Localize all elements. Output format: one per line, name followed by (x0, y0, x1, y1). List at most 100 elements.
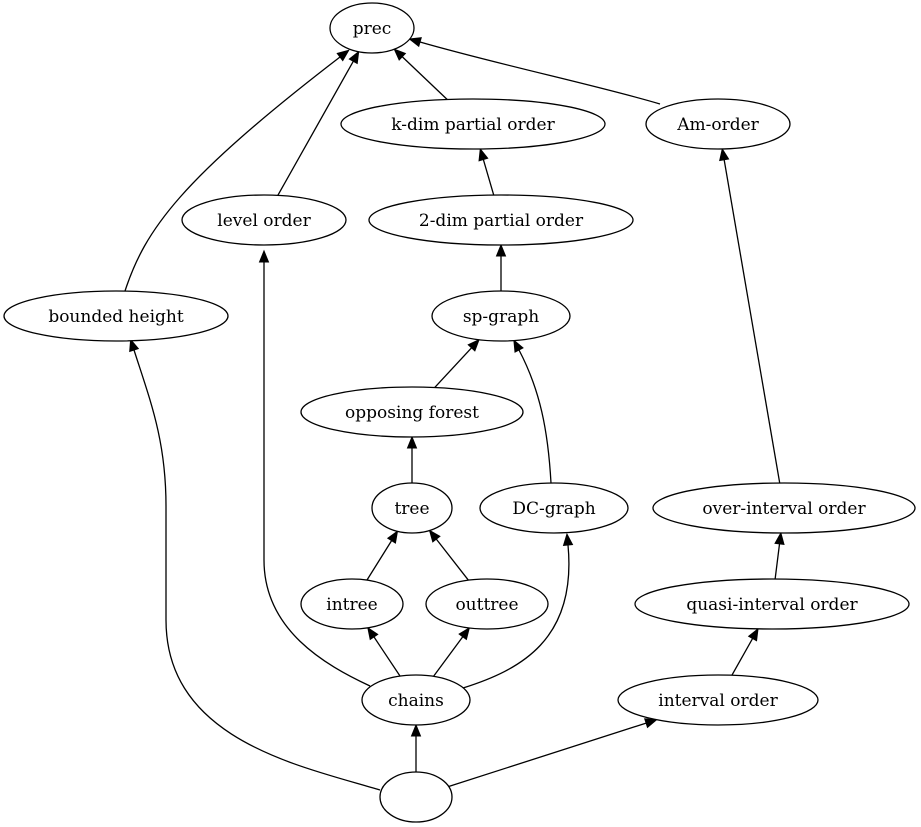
edge-line (133, 349, 381, 791)
node-label: DC-graph (512, 499, 595, 519)
edge-root-to-interval-order (448, 718, 658, 788)
node-layer: chains interval order quasi-interval order… (3, 2, 916, 823)
arrowhead-icon (495, 243, 507, 257)
node-label: chains (388, 691, 444, 711)
edge-chains-to-outtree (432, 626, 471, 677)
edge-bounded-height-to-prec (124, 49, 350, 292)
node-label: quasi-interval order (686, 595, 858, 615)
node-level-order: level order (181, 194, 347, 246)
node-ellipse (340, 98, 606, 150)
arrowhead-icon (774, 531, 785, 546)
node-label: 2-dim partial order (419, 211, 584, 231)
edge-line (518, 349, 552, 484)
node-ellipse (645, 98, 791, 150)
edge-dc-graph-to-sp-graph (513, 339, 552, 484)
arrowhead-icon (129, 338, 140, 353)
node-ellipse (425, 578, 549, 630)
node-bounded-height: bounded height (3, 290, 229, 342)
edge-tree-to-opposing-forest (406, 435, 418, 483)
node-label: opposing forest (345, 403, 479, 423)
arrowhead-icon (393, 48, 407, 61)
arrowhead-icon (428, 529, 441, 543)
arrowhead-icon (410, 723, 422, 737)
edge-line (731, 638, 754, 676)
edge-chains-to-intree (367, 626, 401, 677)
node-label: bounded height (48, 307, 184, 327)
arrowhead-icon (386, 530, 399, 544)
node-ellipse (379, 771, 453, 823)
arrowhead-icon (467, 338, 480, 352)
node-ellipse (431, 290, 571, 342)
edge-line (723, 159, 781, 484)
node-intree: intree (300, 578, 404, 630)
node-prec: prec (329, 2, 415, 54)
edge-line (434, 347, 473, 388)
node-label: tree (394, 499, 429, 519)
edge-root-to-chains (410, 723, 422, 772)
node-k-dim: k-dim partial order (340, 98, 606, 150)
arrowhead-icon (336, 49, 350, 62)
arrowhead-icon (458, 626, 471, 641)
node-opposing-forest: opposing forest (300, 386, 524, 438)
node-ellipse (617, 674, 819, 726)
arrowhead-icon (258, 249, 270, 263)
node-outtree: outtree (425, 578, 549, 630)
edge-line (435, 538, 469, 581)
edge-line (482, 159, 495, 196)
node-sp-graph: sp-graph (431, 290, 571, 342)
node-label: over-interval order (702, 499, 866, 519)
node-chains: chains (361, 674, 471, 726)
edge-opposing-forest-to-sp-graph (434, 338, 480, 388)
edge-line (448, 722, 647, 788)
edge-am-order-to-prec (408, 37, 661, 105)
node-ellipse (634, 578, 910, 630)
edge-quasi-interval-order-to-over-interval-order (774, 531, 785, 580)
edge-chains-to-dc-graph (462, 532, 574, 689)
arrowhead-icon (747, 627, 759, 642)
node-ellipse (361, 674, 471, 726)
node-label: prec (353, 19, 392, 39)
edge-line (401, 56, 448, 100)
node-label: level order (217, 211, 311, 231)
node-tree: tree (371, 482, 453, 534)
edge-line (419, 41, 661, 105)
edge-k-dim-to-prec (393, 48, 448, 100)
node-ellipse (371, 482, 453, 534)
node-ellipse (300, 578, 404, 630)
node-quasi-interval-order: quasi-interval order (634, 578, 910, 630)
arrowhead-icon (478, 147, 489, 162)
edge-line (373, 636, 401, 677)
edge-layer (124, 37, 785, 791)
node-ellipse (368, 194, 634, 246)
node-two-dim: 2-dim partial order (368, 194, 634, 246)
edge-intree-to-tree (366, 530, 399, 581)
edge-line (462, 544, 570, 689)
arrowhead-icon (367, 626, 379, 641)
node-ellipse (652, 482, 916, 534)
edge-root-to-bounded-height (129, 338, 381, 791)
node-interval-order: interval order (617, 674, 819, 726)
arrowhead-icon (408, 37, 422, 48)
node-root (379, 771, 453, 823)
node-over-interval-order: over-interval order (652, 482, 916, 534)
node-ellipse (329, 2, 415, 54)
arrowhead-icon (719, 147, 730, 162)
edge-two-dim-to-k-dim (478, 147, 495, 196)
edge-over-interval-order-to-am-order (719, 147, 781, 484)
node-label: intree (326, 595, 377, 615)
node-ellipse (3, 290, 229, 342)
node-label: Am-order (676, 115, 759, 135)
node-ellipse (300, 386, 524, 438)
edge-sp-graph-to-two-dim (495, 243, 507, 291)
arrowhead-icon (348, 50, 360, 65)
edge-outtree-to-tree (428, 529, 469, 581)
edge-interval-order-to-quasi-interval-order (731, 627, 759, 676)
edge-chains-to-level-order (258, 249, 371, 687)
edge-line (774, 543, 781, 580)
edge-line (366, 540, 393, 581)
node-dc-graph: DC-graph (479, 482, 629, 534)
edge-line (277, 60, 354, 196)
arrowhead-icon (406, 435, 418, 449)
node-label: k-dim partial order (391, 115, 555, 135)
